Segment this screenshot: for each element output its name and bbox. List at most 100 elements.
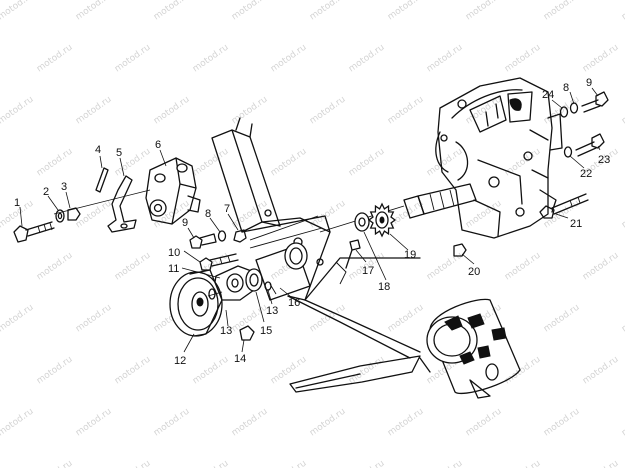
spacer-16	[255, 242, 311, 301]
bolt-9	[189, 233, 217, 249]
nut-20	[453, 243, 467, 257]
watermark-text: motod.ru	[35, 147, 75, 179]
watermark-text: motod.ru	[581, 459, 621, 468]
callout-10: 10	[168, 247, 180, 259]
watermark-text: motod.ru	[386, 407, 426, 439]
clip-4	[95, 167, 109, 193]
watermark-text: motod.ru	[74, 95, 114, 127]
watermark-text: motod.ru	[464, 407, 504, 439]
washer-2	[55, 209, 65, 223]
watermark-text: motod.ru	[113, 459, 153, 468]
nut-3	[67, 207, 81, 221]
callout-7: 7	[224, 203, 230, 215]
watermark-text: motod.ru	[35, 355, 75, 387]
watermark-text: motod.ru	[191, 147, 231, 179]
washer-13	[208, 288, 216, 300]
bearing-15	[245, 268, 263, 292]
watermark-text: motod.ru	[113, 251, 153, 283]
callouts: 1 2 3 4 5 6 7 8 9 10 11 12 13 14 15 16 1…	[14, 77, 610, 367]
callout-5: 5	[116, 147, 122, 159]
watermark-text: motod.ru	[0, 303, 36, 335]
bolt-10	[199, 253, 239, 271]
callout-6: 6	[155, 139, 161, 151]
watermark-text: motod.ru	[503, 459, 543, 468]
watermark-text: motod.ru	[425, 147, 465, 179]
watermark-text: motod.ru	[113, 43, 153, 75]
watermark-text: motod.ru	[269, 355, 309, 387]
callout-4: 4	[95, 144, 101, 156]
watermark-text: motod.ru	[464, 199, 504, 231]
bolt-9b	[581, 91, 609, 113]
callout-13-right: 13	[266, 305, 278, 317]
clamp-block-6	[145, 157, 201, 225]
callout-11: 11	[168, 263, 179, 275]
watermark-text: motod.ru	[386, 95, 426, 127]
watermark-text: motod.ru	[386, 303, 426, 335]
sprocket-19	[367, 202, 397, 238]
watermark-text: motod.ru	[620, 407, 625, 439]
watermark-text: motod.ru	[0, 407, 36, 439]
washer-22	[563, 146, 573, 158]
watermark-text: motod.ru	[74, 303, 114, 335]
watermark-text: motod.ru	[152, 95, 192, 127]
callout-23: 23	[598, 154, 610, 166]
watermark-text: motod.ru	[191, 43, 231, 75]
sheave-12	[169, 269, 223, 337]
callout-24: 24	[542, 89, 554, 101]
watermark-text: motod.ru	[620, 199, 625, 231]
watermark-text: motod.ru	[581, 355, 621, 387]
watermark-text: motod.ru	[620, 303, 625, 335]
bolt-21	[539, 193, 589, 219]
washer-8	[217, 230, 227, 242]
bolt-17	[335, 239, 361, 285]
frame	[211, 117, 421, 359]
callout-2: 2	[43, 186, 49, 198]
watermark-text: motod.ru	[74, 407, 114, 439]
watermark-text: motod.ru	[230, 95, 270, 127]
callout-14: 14	[234, 353, 246, 365]
watermark-text: motod.ru	[425, 43, 465, 75]
callout-21: 21	[570, 218, 582, 230]
watermark-text: motod.ru	[308, 303, 348, 335]
watermark-text: motod.ru	[113, 355, 153, 387]
watermark-text: motod.ru	[542, 0, 582, 22]
watermark-text: motod.ru	[191, 355, 231, 387]
watermark-text: motod.ru	[620, 95, 625, 127]
watermark-text: motod.ru	[269, 43, 309, 75]
bracket-5	[107, 175, 137, 233]
callout-9-right: 9	[586, 77, 592, 89]
watermark-text: motod.ru	[347, 459, 387, 468]
nut-14	[239, 325, 255, 341]
watermark-text: motod.ru	[581, 251, 621, 283]
washer-24	[559, 106, 569, 118]
callout-18: 18	[378, 281, 390, 293]
watermark-text: motod.ru	[74, 0, 114, 22]
watermark-text: motod.ru	[542, 303, 582, 335]
watermark-text: motod.ru	[230, 0, 270, 22]
watermark-text: motod.ru	[191, 459, 231, 468]
leader-lines	[19, 87, 601, 353]
watermark-text: motod.ru	[503, 355, 543, 387]
watermark-text: motod.ru	[35, 459, 75, 468]
watermark-text: motod.ru	[152, 0, 192, 22]
callout-17: 17	[362, 265, 374, 277]
callout-19: 19	[404, 249, 416, 261]
callout-12: 12	[174, 355, 186, 367]
tube-clamp	[419, 298, 521, 399]
callout-22: 22	[580, 168, 592, 180]
watermark-text: motod.ru	[308, 407, 348, 439]
watermark-text: motod.ru	[503, 147, 543, 179]
callout-16: 16	[288, 297, 300, 309]
watermark-text: motod.ru	[0, 95, 36, 127]
watermark-text: motod.ru	[35, 43, 75, 75]
drive-hub-11	[213, 265, 255, 301]
watermark-text: motod.ru	[581, 43, 621, 75]
washer-18	[354, 212, 370, 232]
bolt-1	[13, 221, 55, 243]
watermark-text: motod.ru	[503, 251, 543, 283]
watermark-text: motod.ru	[0, 0, 36, 22]
callout-9: 9	[182, 217, 188, 229]
watermark-text: motod.ru	[425, 459, 465, 468]
